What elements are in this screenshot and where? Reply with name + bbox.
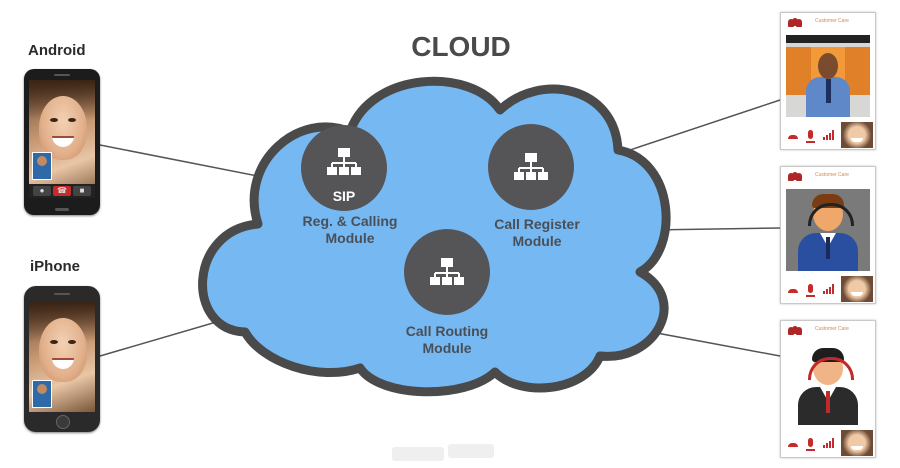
signal-icon — [823, 284, 835, 294]
agent-panel-2: Customer Care — [780, 166, 876, 304]
phone-speaker — [54, 74, 70, 76]
mic-icon[interactable]: ● — [33, 186, 51, 196]
signal-icon — [823, 130, 835, 140]
connector-android — [99, 144, 279, 181]
end-call-icon[interactable] — [788, 443, 798, 447]
panel-title: Customer Care — [815, 326, 849, 332]
sip-module-label-line2: Module — [326, 230, 375, 246]
caller-thumbnail — [841, 430, 873, 456]
signal-icon — [823, 438, 835, 448]
caller-face — [39, 318, 87, 382]
connector-agent-1 — [629, 99, 781, 151]
agent-panel-3: Customer Care — [780, 320, 876, 458]
reflection-bar — [448, 444, 494, 458]
call-controls — [781, 121, 875, 149]
sip-badge: SIP — [333, 188, 356, 204]
reflection-bar — [392, 447, 444, 461]
connector-iphone — [99, 317, 231, 357]
agent-avatar-video — [786, 343, 870, 425]
caller-thumbnail — [841, 276, 873, 302]
call-routing-label-line1: Call Routing — [406, 323, 488, 339]
panel-title: Customer Care — [815, 18, 849, 24]
mic-icon[interactable] — [806, 438, 815, 451]
end-call-icon[interactable] — [788, 289, 798, 293]
connector-agent-2 — [649, 227, 781, 231]
panel-header: Customer Care — [781, 13, 875, 31]
call-controls — [781, 275, 875, 303]
end-call-icon[interactable] — [788, 135, 798, 139]
people-icon — [788, 326, 802, 335]
call-controls — [781, 429, 875, 457]
end-call-icon[interactable]: ☎ — [53, 186, 71, 196]
android-phone: ● ☎ ■ — [24, 69, 100, 215]
iphone-label: iPhone — [30, 258, 81, 275]
android-label: Android — [28, 42, 86, 59]
agent-avatar-video — [786, 189, 870, 271]
iphone-phone — [24, 286, 100, 432]
call-controls: ● ☎ ■ — [29, 184, 95, 198]
video-call-screen: ● ☎ ■ — [29, 80, 95, 198]
home-button — [56, 415, 70, 429]
caller-face — [39, 96, 87, 160]
agent-panel-1: Customer Care — [780, 12, 876, 150]
self-view-thumbnail — [32, 152, 52, 180]
panel-header: Customer Care — [781, 167, 875, 185]
self-view-thumbnail — [32, 380, 52, 408]
call-register-label-line1: Call Register — [494, 216, 580, 232]
camera-icon[interactable]: ■ — [73, 186, 91, 196]
call-register-label-line2: Module — [513, 233, 562, 249]
mic-icon[interactable] — [806, 130, 815, 143]
video-call-screen — [29, 302, 95, 412]
cloud-title: CLOUD — [411, 31, 511, 62]
panel-title: Customer Care — [815, 172, 849, 178]
call-routing-label-line2: Module — [423, 340, 472, 356]
people-icon — [788, 18, 802, 27]
mic-icon[interactable] — [806, 284, 815, 297]
sip-module-label-line1: Reg. & Calling — [303, 213, 398, 229]
home-button — [55, 208, 69, 211]
live-agent-video — [786, 35, 870, 117]
people-icon — [788, 172, 802, 181]
caller-thumbnail — [841, 122, 873, 148]
phone-speaker — [54, 293, 70, 295]
panel-header: Customer Care — [781, 321, 875, 339]
